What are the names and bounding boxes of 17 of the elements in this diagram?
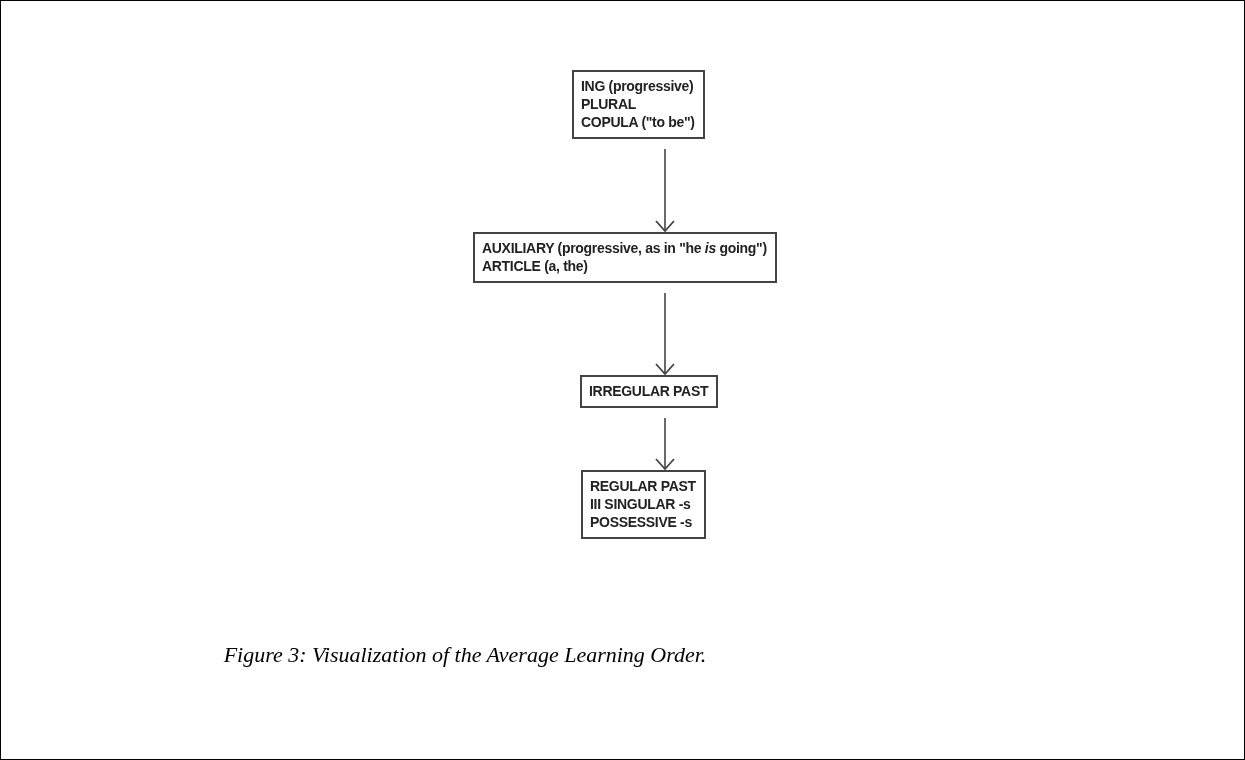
node-text: COPULA ("to be") (581, 113, 695, 131)
arrow (655, 148, 675, 232)
node-text: III SINGULAR -s (590, 495, 692, 513)
process-box (572, 70, 705, 139)
process-box (473, 232, 777, 283)
process-box (580, 375, 719, 408)
node-text: POSSESSIVE -s (590, 513, 693, 531)
node-text: AUXILIARY (progressive, as in "he is going") (482, 239, 767, 257)
node-text: IRREGULAR PAST (589, 382, 709, 400)
arrow (655, 417, 675, 470)
node-text: REGULAR PAST (590, 477, 696, 495)
process-box (581, 470, 706, 539)
arrow (655, 292, 675, 375)
node-text: ARTICLE (a, the) (482, 257, 589, 275)
node-text: ING (progressive) (581, 77, 695, 95)
figure-caption: Figure 3: Visualization of the Average Learning Order. (223, 642, 707, 667)
node-text: PLURAL (581, 95, 637, 113)
